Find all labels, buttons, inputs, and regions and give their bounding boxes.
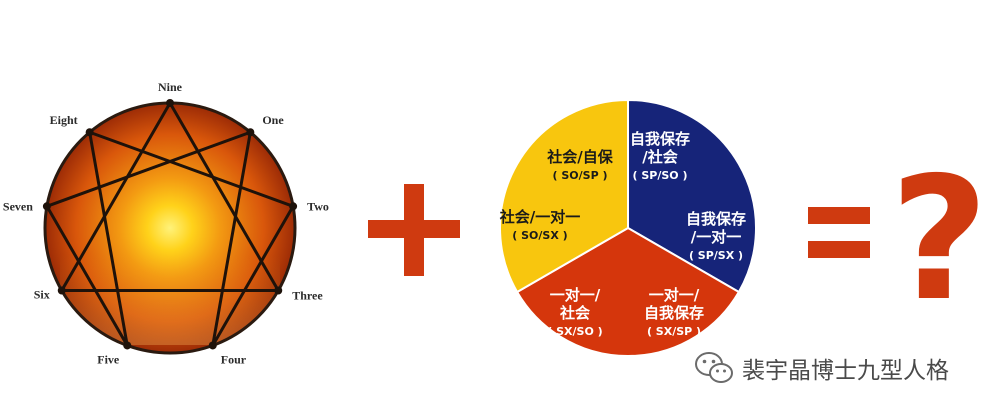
- enneagram-label: One: [262, 113, 284, 127]
- pie-label-so-sp: 社会/自保( SO/SP ): [546, 148, 613, 182]
- enneagram-point: [274, 286, 283, 295]
- enneagram-label: Two: [307, 199, 329, 213]
- enneagram-dots: [42, 99, 298, 350]
- enneagram-label: Six: [34, 288, 50, 302]
- enneagram-triangle: [60, 101, 280, 292]
- enneagram-label: Seven: [3, 199, 33, 213]
- plus-operator: [368, 184, 460, 276]
- enneagram-point: [208, 341, 217, 350]
- instinct-pie: 社会/自保( SO/SP ) 社会/一对一( SO/SX ) 自我保存/社会( SP…: [499, 98, 757, 357]
- pie-label-sx-sp: 一对一/自我保存( SX/SP ): [644, 286, 704, 338]
- equals-operator: [808, 207, 870, 258]
- enneagram-label: Three: [292, 289, 323, 303]
- pie-sector-sp: [627, 98, 757, 294]
- watermark: 裴宇晶博士九型人格: [694, 348, 949, 388]
- enneagram-point: [57, 286, 66, 295]
- enneagram-point: [166, 99, 174, 107]
- enneagram-label: Four: [221, 352, 247, 366]
- pie-sector-so: [499, 98, 629, 294]
- enneagram-point: [42, 202, 51, 211]
- enneagram-point: [85, 128, 94, 137]
- enneagram-label: Nine: [158, 80, 183, 94]
- enneagram-label: Five: [97, 352, 120, 366]
- pie-label-sp-so: 自我保存/社会( SP/SO ): [630, 130, 690, 182]
- enneagram-label: Eight: [50, 113, 78, 127]
- pie-label-sx-so: 一对一/社会( SX/SO ): [547, 286, 602, 338]
- enneagram-point: [123, 341, 132, 350]
- watermark-text: 裴宇晶博士九型人格: [742, 358, 949, 384]
- pie-label-so-sx: 社会/一对一( SO/SX ): [499, 208, 580, 242]
- enneagram-point: [289, 202, 298, 211]
- wechat-icon: [695, 352, 733, 383]
- enneagram-point: [246, 128, 255, 137]
- pie-label-sp-sx: 自我保存/一对一( SP/SX ): [686, 210, 746, 262]
- pie-sector-sx: [515, 226, 741, 357]
- question-mark: ?: [890, 141, 989, 339]
